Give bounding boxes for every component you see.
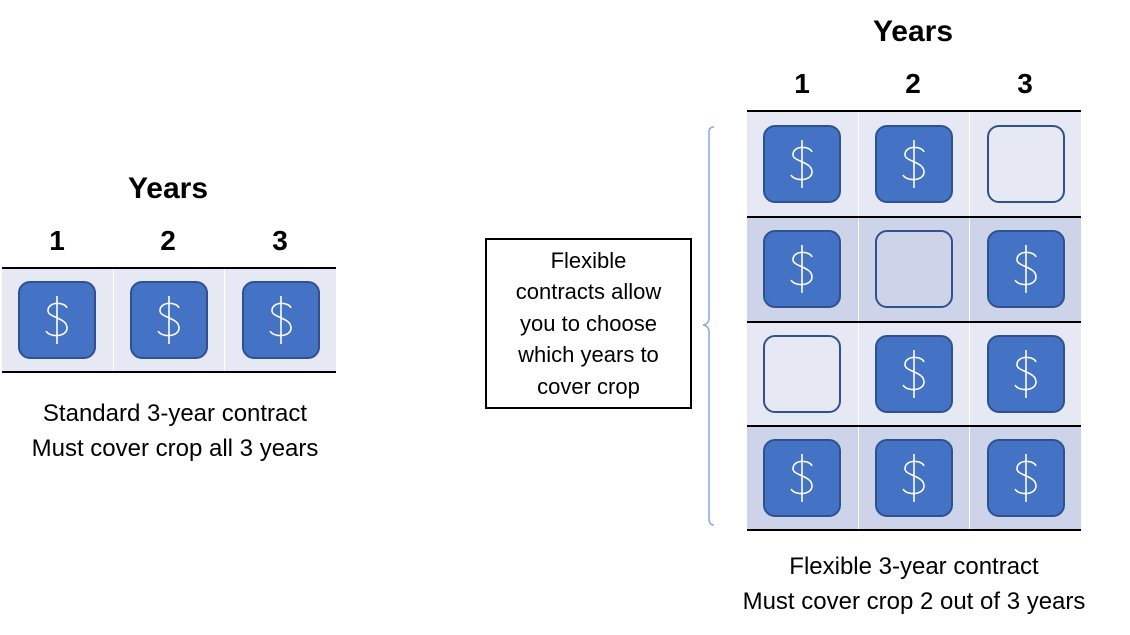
covered-year-tile (875, 334, 953, 413)
covered-year-tile (875, 438, 953, 517)
flexible-option-row-2 (747, 216, 1081, 321)
covered-year-tile (763, 230, 842, 309)
standard-cell-year-3 (224, 269, 336, 371)
dollar-sign-icon (1013, 453, 1037, 502)
standard-cell-year-1 (2, 269, 113, 371)
flexible-caption-line-1: Flexible 3-year contract (789, 553, 1039, 580)
uncovered-year-tile (986, 125, 1065, 204)
flexible-note-box: Flexible contracts allow you to choose w… (485, 238, 692, 409)
flexible-year-label-3: 3 (1017, 68, 1033, 99)
dollar-sign-icon (1013, 245, 1037, 294)
standard-year-label-1: 1 (49, 225, 65, 256)
flexible-year-label-1: 1 (794, 68, 810, 99)
dollar-sign-icon (790, 140, 814, 189)
flexible-caption: Flexible 3-year contract Must cover crop… (704, 549, 1124, 619)
covered-year-tile (986, 438, 1065, 517)
standard-year-label-2: 2 (160, 225, 176, 256)
uncovered-year-tile (875, 230, 953, 309)
standard-caption-line-2: Must cover crop all 3 years (31, 435, 319, 462)
flexible-cell-year-1 (747, 218, 858, 320)
note-line: which years to (518, 342, 659, 368)
dollar-sign-icon (902, 349, 925, 398)
uncovered-year-tile (763, 334, 842, 413)
covered-year-tile (130, 281, 208, 359)
dollar-sign-icon (45, 296, 69, 344)
standard-years-heading: Years (127, 172, 209, 205)
standard-cell-year-2 (112, 269, 225, 371)
note-line: you to choose (520, 310, 657, 336)
standard-caption: Standard 3-year contract Must cover crop… (0, 396, 350, 466)
covered-year-tile (986, 230, 1065, 309)
flexible-cell-year-3 (969, 426, 1081, 529)
note-line: cover crop (537, 373, 640, 399)
note-line: Flexible (550, 247, 627, 273)
flexible-cell-year-3 (969, 218, 1081, 321)
flexible-option-row-1 (747, 112, 1081, 217)
covered-year-tile (763, 125, 842, 204)
flexible-cell-year-1 (747, 323, 858, 425)
standard-year-label-3: 3 (272, 225, 288, 256)
covered-year-tile (986, 334, 1065, 413)
flexible-cell-year-3 (969, 112, 1081, 217)
dollar-sign-icon (902, 140, 925, 189)
standard-caption-line-1: Standard 3-year contract (42, 400, 308, 427)
flexible-caption-line-2: Must cover crop 2 out of 3 years (742, 588, 1086, 615)
flexible-cell-year-2 (857, 322, 970, 425)
flexible-cell-year-3 (969, 322, 1081, 425)
curly-brace (702, 126, 715, 526)
covered-year-tile (18, 281, 97, 359)
note-line: contracts allow (515, 279, 662, 305)
dollar-sign-icon (1013, 349, 1037, 398)
dollar-sign-icon (790, 245, 814, 294)
flexible-cell-year-2 (857, 112, 970, 217)
covered-year-tile (763, 438, 842, 517)
flexible-option-row-3 (747, 320, 1081, 425)
flexible-year-label-2: 2 (905, 68, 921, 99)
dollar-sign-icon (157, 296, 180, 344)
flexible-contract-grid (747, 110, 1081, 531)
covered-year-tile (875, 125, 953, 204)
covered-year-tile (241, 281, 320, 359)
flexible-cell-year-2 (857, 426, 970, 529)
standard-contract-table (2, 267, 336, 373)
flexible-cell-year-1 (747, 427, 858, 529)
flexible-cell-year-1 (747, 112, 858, 216)
dollar-sign-icon (902, 453, 925, 502)
dollar-sign-icon (268, 296, 292, 344)
flexible-cell-year-2 (857, 218, 970, 321)
flexible-years-heading: Years (872, 15, 954, 48)
dollar-sign-icon (790, 453, 814, 502)
flexible-option-row-4 (747, 424, 1081, 529)
